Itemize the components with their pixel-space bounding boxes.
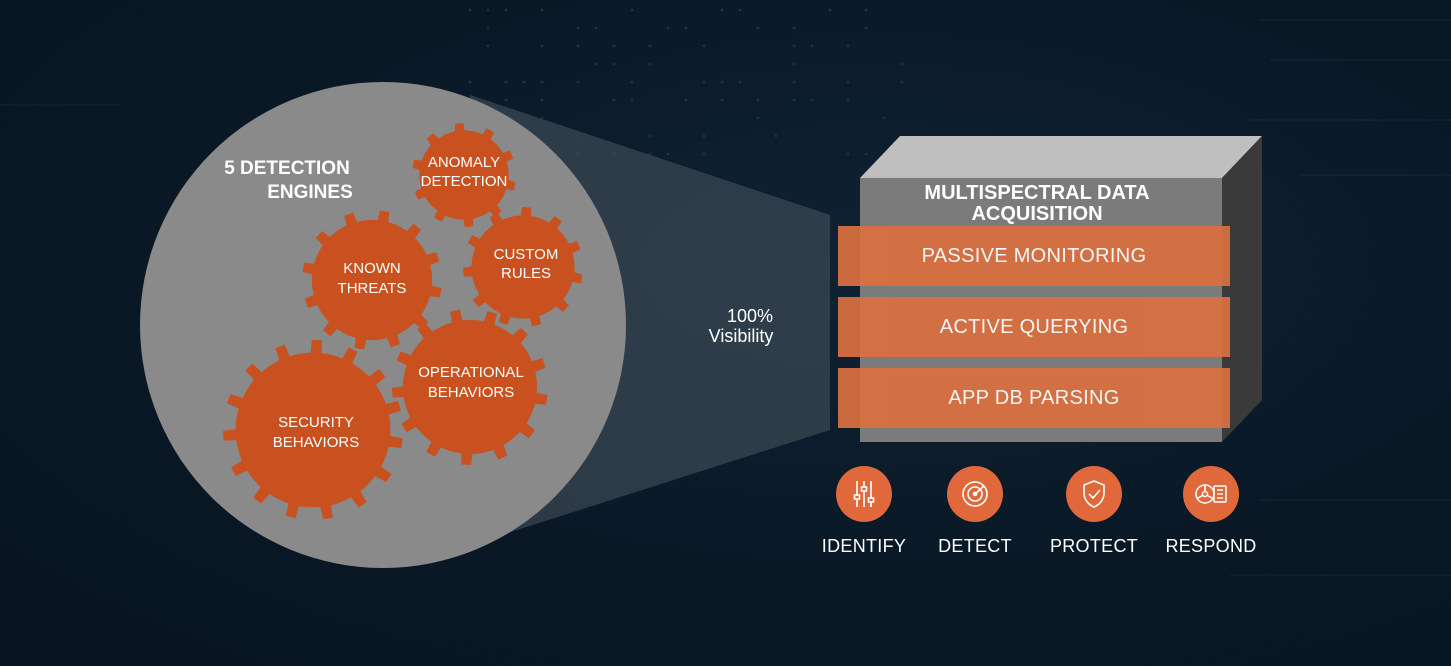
action-label: RESPOND bbox=[1151, 536, 1271, 557]
action-protect: PROTECT bbox=[1034, 466, 1154, 557]
box-top bbox=[860, 136, 1262, 178]
gear-custom-line2: RULES bbox=[501, 265, 551, 282]
action-detect: DETECT bbox=[915, 466, 1035, 557]
gear-known-line2: THREATS bbox=[338, 280, 407, 297]
action-label: DETECT bbox=[915, 536, 1035, 557]
gear-operational-line2: BEHAVIORS bbox=[428, 384, 514, 401]
engines-title-line1: 5 DETECTION bbox=[224, 158, 350, 179]
action-label: PROTECT bbox=[1034, 536, 1154, 557]
action-label: IDENTIFY bbox=[804, 536, 924, 557]
gear-anomaly-line1: ANOMALY bbox=[428, 154, 500, 171]
gear-custom-line1: CUSTOM bbox=[494, 246, 559, 263]
action-respond: RESPOND bbox=[1151, 466, 1271, 557]
gear-security-line2: BEHAVIORS bbox=[273, 434, 359, 451]
visibility-line2: Visibility bbox=[709, 326, 774, 346]
radar-icon bbox=[947, 466, 1003, 522]
shield-check-icon bbox=[1066, 466, 1122, 522]
sliders-icon bbox=[836, 466, 892, 522]
layer-passive-monitoring: PASSIVE MONITORING bbox=[838, 226, 1230, 286]
box-title-line1: MULTISPECTRAL DATA bbox=[924, 182, 1149, 204]
visibility-line1: 100% bbox=[727, 306, 773, 326]
layer-app-db-parsing: APP DB PARSING bbox=[838, 368, 1230, 428]
action-identify: IDENTIFY bbox=[804, 466, 924, 557]
box-title-line2: ACQUISITION bbox=[971, 203, 1102, 225]
gear-operational-line1: OPERATIONAL bbox=[418, 364, 524, 381]
layer-active-querying: ACTIVE QUERYING bbox=[838, 297, 1230, 357]
engines-title-line2: ENGINES bbox=[267, 182, 353, 203]
gear-known-line1: KNOWN bbox=[343, 260, 401, 277]
gear-anomaly-line2: DETECTION bbox=[421, 173, 508, 190]
biohazard-report-icon bbox=[1183, 466, 1239, 522]
gear-security-line1: SECURITY bbox=[278, 414, 354, 431]
